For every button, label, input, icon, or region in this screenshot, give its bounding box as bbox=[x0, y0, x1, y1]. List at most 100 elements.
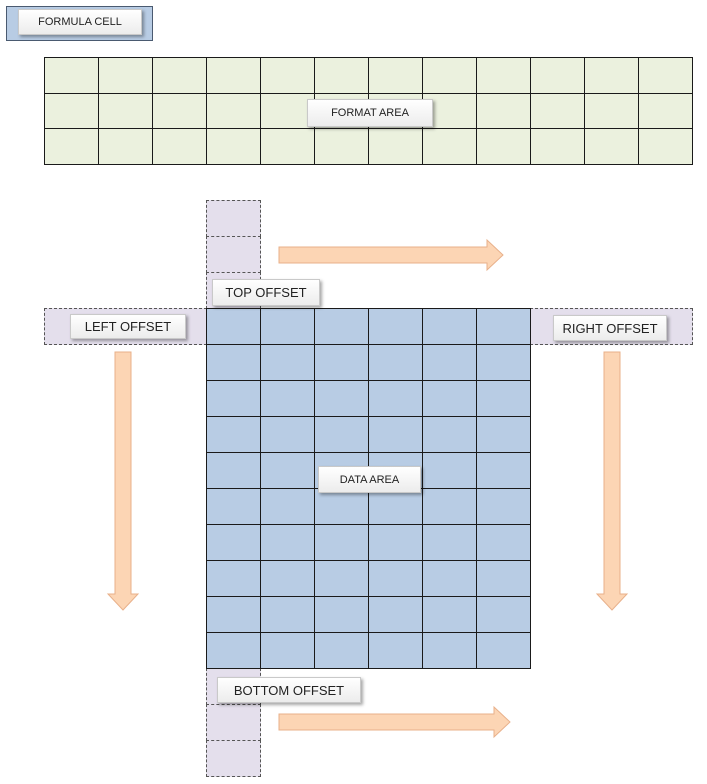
data-area-cell bbox=[315, 381, 369, 417]
top-offset-cell bbox=[206, 236, 261, 273]
data-area-cell bbox=[423, 381, 477, 417]
format-area-label: FORMAT AREA bbox=[307, 99, 433, 127]
format-area-cell bbox=[585, 129, 639, 165]
arrow-right-top bbox=[278, 238, 504, 272]
data-area-cell bbox=[423, 453, 477, 489]
data-area-cell bbox=[261, 309, 315, 345]
data-area-cell bbox=[477, 345, 531, 381]
format-area-cell bbox=[45, 58, 99, 94]
data-area-cell bbox=[423, 561, 477, 597]
format-area-cell bbox=[207, 129, 261, 165]
arrow-right-bottom bbox=[278, 705, 511, 739]
format-area-cell bbox=[423, 129, 477, 165]
data-area-cell bbox=[423, 345, 477, 381]
format-area-cell bbox=[423, 58, 477, 94]
data-area-cell bbox=[207, 525, 261, 561]
data-area-cell bbox=[261, 417, 315, 453]
data-area-cell bbox=[423, 597, 477, 633]
format-area-cell bbox=[531, 129, 585, 165]
data-area-label: DATA AREA bbox=[318, 466, 421, 493]
format-area-cell bbox=[315, 58, 369, 94]
format-area-cell bbox=[585, 58, 639, 94]
data-area-cell bbox=[369, 381, 423, 417]
bottom-offset-label: BOTTOM OFFSET bbox=[217, 677, 361, 703]
data-area-cell bbox=[477, 381, 531, 417]
format-area-cell bbox=[639, 58, 693, 94]
data-area-cell bbox=[207, 633, 261, 669]
data-area-cell bbox=[315, 561, 369, 597]
data-area-cell bbox=[207, 309, 261, 345]
bottom-offset-cell bbox=[206, 704, 261, 741]
data-area-grid bbox=[206, 308, 531, 669]
format-area-cell bbox=[153, 58, 207, 94]
format-area-cell bbox=[531, 58, 585, 94]
data-area-cell bbox=[369, 345, 423, 381]
format-area-cell bbox=[315, 129, 369, 165]
data-area-cell bbox=[261, 453, 315, 489]
format-area-cell bbox=[477, 129, 531, 165]
data-area-cell bbox=[207, 597, 261, 633]
format-area-cell bbox=[585, 93, 639, 130]
format-area-cell bbox=[153, 129, 207, 165]
data-area-cell bbox=[261, 525, 315, 561]
format-area-cell bbox=[207, 58, 261, 94]
data-area-cell bbox=[369, 525, 423, 561]
top-offset-label: TOP OFFSET bbox=[212, 279, 320, 306]
format-area-cell bbox=[45, 93, 99, 130]
data-area-cell bbox=[315, 345, 369, 381]
format-area-cell bbox=[99, 93, 153, 130]
data-area-cell bbox=[261, 597, 315, 633]
data-area-cell bbox=[369, 597, 423, 633]
format-area-cell bbox=[99, 58, 153, 94]
data-area-cell bbox=[207, 561, 261, 597]
data-area-cell bbox=[477, 453, 531, 489]
data-area-cell bbox=[315, 525, 369, 561]
data-area-cell bbox=[369, 561, 423, 597]
format-area-cell bbox=[477, 58, 531, 94]
right-offset-label: RIGHT OFFSET bbox=[553, 315, 667, 341]
bottom-offset-cell bbox=[206, 740, 261, 777]
format-area-cell bbox=[369, 129, 423, 165]
format-area-cell bbox=[261, 93, 315, 130]
data-area-cell bbox=[369, 489, 423, 525]
data-area-cell bbox=[261, 381, 315, 417]
data-area-cell bbox=[423, 633, 477, 669]
format-area-cell bbox=[261, 58, 315, 94]
data-area-cell bbox=[369, 633, 423, 669]
format-area-cell bbox=[531, 93, 585, 130]
data-area-cell bbox=[369, 309, 423, 345]
arrow-down-right bbox=[595, 351, 629, 611]
data-area-cell bbox=[477, 597, 531, 633]
data-area-cell bbox=[315, 633, 369, 669]
data-area-cell bbox=[477, 633, 531, 669]
data-area-cell bbox=[423, 489, 477, 525]
data-area-cell bbox=[315, 489, 369, 525]
data-area-cell bbox=[423, 525, 477, 561]
format-area-cell bbox=[45, 129, 99, 165]
arrow-down-left bbox=[106, 351, 140, 611]
formula-cell-label: FORMULA CELL bbox=[18, 9, 142, 35]
data-area-cell bbox=[477, 417, 531, 453]
data-area-cell bbox=[261, 345, 315, 381]
data-area-cell bbox=[315, 417, 369, 453]
data-area-cell bbox=[207, 453, 261, 489]
data-area-cell bbox=[261, 633, 315, 669]
data-area-cell bbox=[315, 597, 369, 633]
data-area-cell bbox=[477, 309, 531, 345]
format-area-cell bbox=[639, 93, 693, 130]
format-area-cell bbox=[99, 129, 153, 165]
data-area-cell bbox=[207, 489, 261, 525]
data-area-cell bbox=[423, 309, 477, 345]
data-area-cell bbox=[477, 525, 531, 561]
data-area-cell bbox=[315, 309, 369, 345]
format-area-cell bbox=[639, 129, 693, 165]
data-area-cell bbox=[207, 345, 261, 381]
left-offset-label: LEFT OFFSET bbox=[70, 314, 186, 339]
data-area-cell bbox=[369, 417, 423, 453]
format-area-cell bbox=[207, 93, 261, 130]
format-area-cell bbox=[477, 93, 531, 130]
format-area-cell bbox=[369, 58, 423, 94]
data-area-cell bbox=[477, 561, 531, 597]
